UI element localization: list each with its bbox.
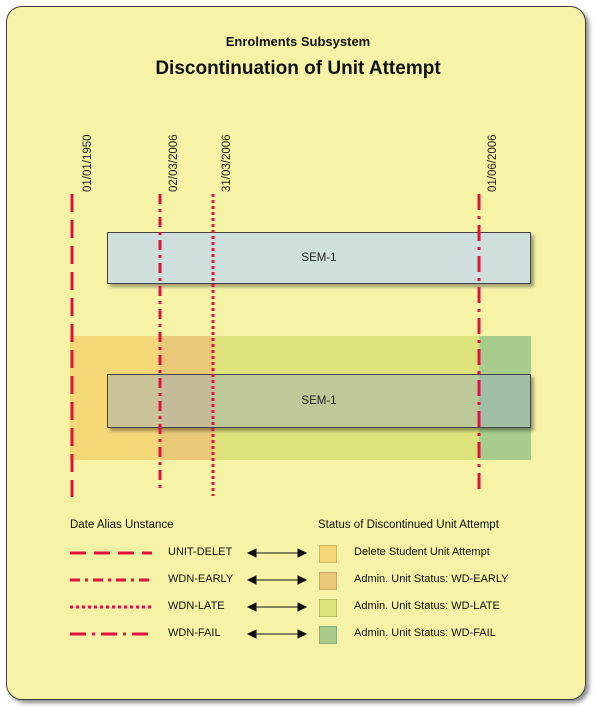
legend-swatch-wd-early (319, 572, 337, 590)
legend-status-wd-late: Admin. Unit Status: WD-LATE (354, 600, 500, 612)
legend-status-delete: Delete Student Unit Attempt (354, 546, 490, 558)
legend-swatch-wd-late (319, 599, 337, 617)
band-delete-student-unit-attempt (70, 336, 160, 460)
diagram-subtitle: Enrolments Subsystem (225, 34, 371, 49)
sem-box-top-label: SEM-1 (301, 252, 337, 264)
sem-box-bottom-label: SEM-1 (301, 395, 337, 407)
band-wd-late (213, 336, 479, 460)
band-wd-early (160, 336, 213, 460)
legend-swatch-delete (319, 545, 337, 563)
legend-alias-wdn-early: WDN-EARLY (168, 573, 234, 585)
legend-alias-wdn-late: WDN-LATE (168, 600, 225, 612)
double-arrow-icon (246, 548, 308, 558)
legend-status-wd-early: Admin. Unit Status: WD-EARLY (354, 573, 509, 585)
legend-status-heading: Status of Discontinued Unit Attempt (318, 519, 499, 531)
band-wd-fail (479, 336, 531, 460)
legend-alias-unit-delet: UNIT-DELET (168, 546, 233, 558)
legend-alias-wdn-fail: WDN-FAIL (168, 627, 221, 639)
double-arrow-icon (246, 629, 308, 639)
sem-box-top: SEM-1 (107, 232, 531, 284)
legend-alias-heading: Date Alias Unstance (70, 519, 174, 531)
sem-box-bottom: SEM-1 (107, 374, 531, 428)
double-arrow-icon (246, 575, 308, 585)
legend-swatch-wd-fail (319, 626, 337, 644)
legend-status-wd-fail: Admin. Unit Status: WD-FAIL (354, 627, 496, 639)
diagram-title: Discontinuation of Unit Attempt (155, 58, 441, 79)
double-arrow-icon (246, 602, 308, 612)
